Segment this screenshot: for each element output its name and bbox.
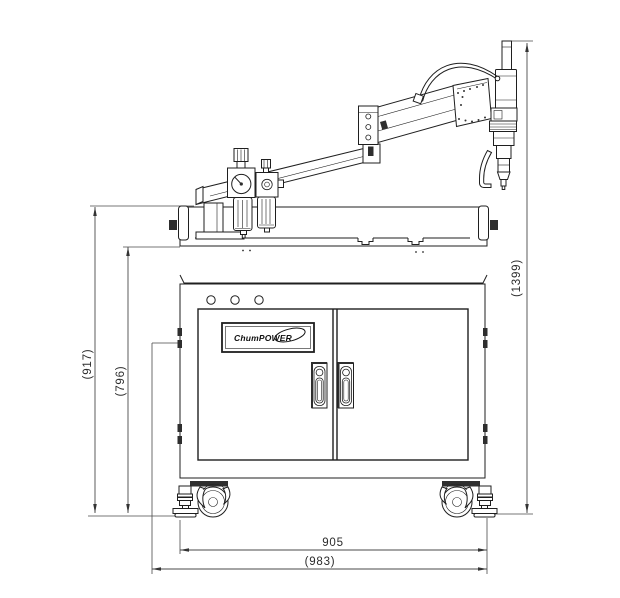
- machine-cabinet: ChumPOWER: [169, 205, 498, 518]
- logo-swoosh: [274, 327, 306, 343]
- side-latch-left: [169, 220, 177, 230]
- lock-cylinder: [342, 368, 350, 377]
- cabinet-doors: [197, 308, 469, 461]
- hose-fitting: [412, 92, 425, 105]
- lubricator-knob: [261, 159, 271, 169]
- elbow-joint-plate: [358, 105, 379, 145]
- side-latch-right: [490, 220, 498, 230]
- leveling-foot: [172, 485, 199, 518]
- table-end-cap-right: [478, 205, 489, 241]
- dim-label-917: (917): [82, 349, 94, 380]
- t-slot-right: [407, 238, 424, 245]
- head-bracket-plate: [452, 77, 493, 128]
- caster-mount-plate: [190, 481, 228, 487]
- apron-bottom-edge: [179, 274, 488, 284]
- dim-width-905: 905: [180, 537, 487, 552]
- cabinet-body: ChumPOWER: [177, 283, 488, 479]
- brand-logo-plate: ChumPOWER: [221, 322, 315, 353]
- vent-hole: [230, 295, 240, 305]
- caster-right: [439, 481, 498, 518]
- arm-assembly: [195, 40, 518, 240]
- caster-fork: [196, 486, 207, 509]
- t-slot-left: [357, 238, 374, 245]
- brand-logo-text: ChumPOWER: [234, 333, 293, 343]
- extension-lines: [88, 40, 533, 574]
- feed-lever: [479, 149, 493, 188]
- dim-label-1399: (1399): [511, 259, 523, 297]
- vent-hole: [254, 295, 264, 305]
- dim-height-796: (796): [115, 247, 130, 513]
- dim-height-1399: (1399): [511, 43, 529, 513]
- dim-label-983: (983): [305, 556, 336, 568]
- lock-cylinder: [315, 368, 324, 377]
- dim-height-917: (917): [82, 207, 97, 513]
- collet-chuck: [496, 171, 511, 180]
- tapping-head: [479, 107, 518, 190]
- table-end-cap-left: [178, 205, 189, 241]
- door-handle-right: [337, 362, 354, 409]
- caster-wheel: [197, 486, 229, 518]
- dim-label-796: (796): [115, 366, 127, 397]
- caster-left: [172, 481, 231, 518]
- upper-arm: [377, 83, 459, 144]
- caster-wheel: [441, 486, 473, 518]
- lubricator-bowl: [257, 196, 276, 229]
- door-divider: [332, 309, 338, 460]
- air-hose: [412, 62, 501, 105]
- door-hinges: [177, 328, 488, 444]
- lower-arm: [195, 143, 381, 206]
- dim-width-983: (983): [152, 556, 487, 571]
- dim-label-905: 905: [322, 537, 344, 549]
- post-base-plate: [195, 231, 245, 240]
- door-handle-left: [311, 362, 328, 409]
- vent-hole: [206, 295, 216, 305]
- leveling-foot: [471, 485, 498, 518]
- sight-glass: [261, 178, 273, 191]
- air-motor: [495, 40, 517, 112]
- spindle-rod: [501, 40, 512, 72]
- arm-post: [195, 202, 245, 240]
- air-filter-regulator-unit: [227, 148, 284, 239]
